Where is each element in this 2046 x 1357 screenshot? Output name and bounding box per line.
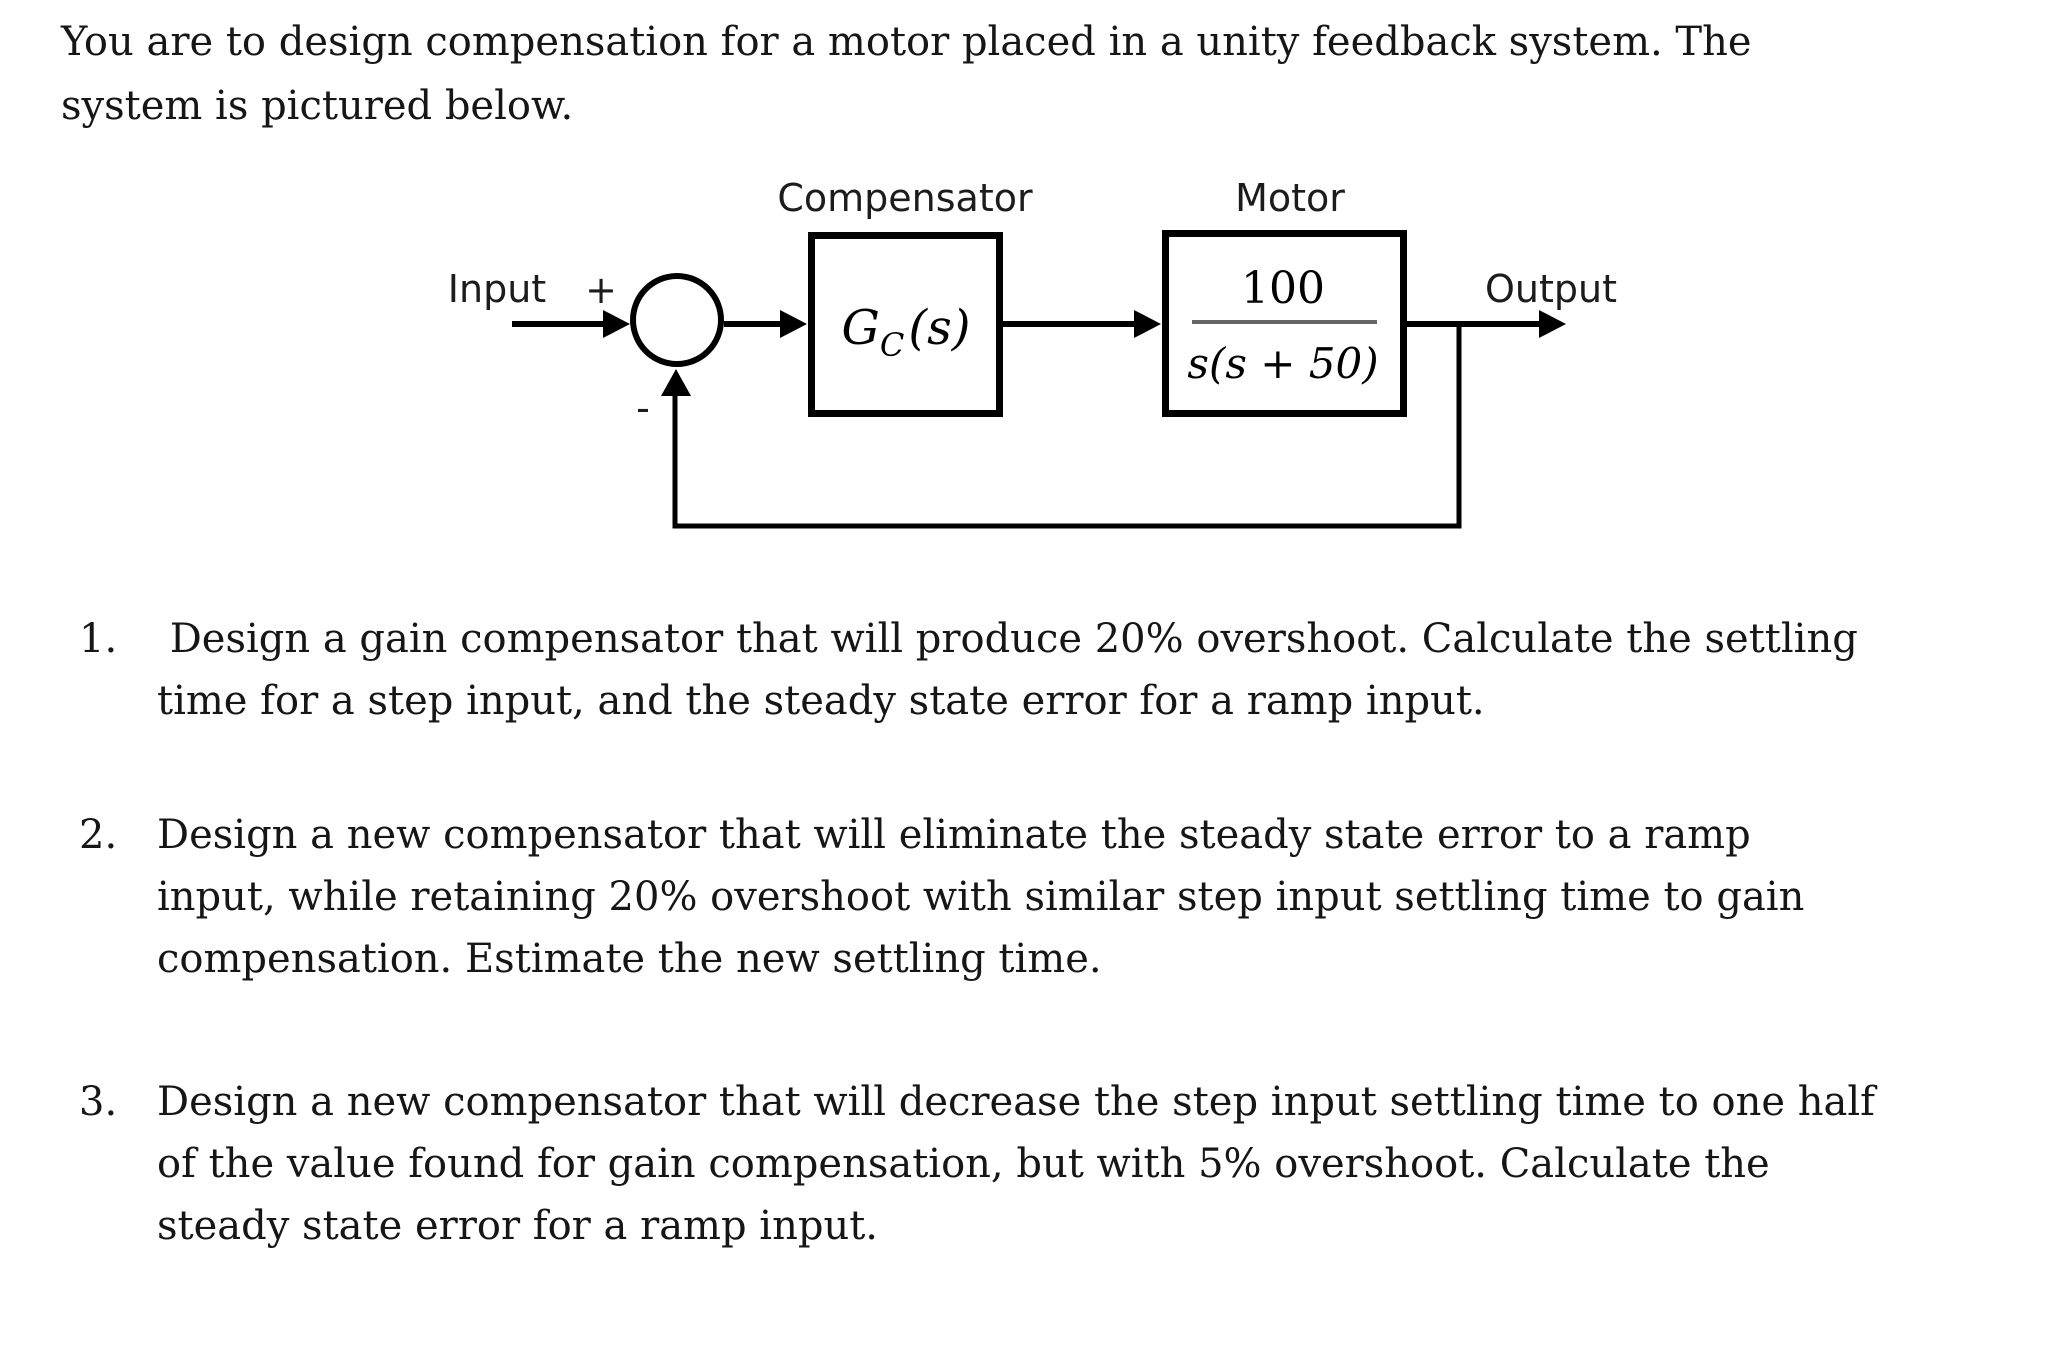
feedback-arrow [661, 369, 691, 396]
motor-label: Motor [1235, 176, 1345, 220]
task-3-line-2: of the value found for gain compensation… [157, 1141, 1770, 1187]
plus-sign: + [585, 268, 617, 312]
compensator-tf-arg: (s) [908, 300, 970, 356]
task-3-line-1: Design a new compensator that will decre… [157, 1079, 1875, 1125]
compensator-tf-subscript: C [880, 326, 904, 364]
task-1-text: Design a gain compensator that will prod… [157, 608, 1858, 732]
task-2-line-2: input, while retaining 20% overshoot wit… [157, 874, 1805, 920]
sum-junction [630, 273, 724, 367]
task-1-line-2: time for a step input, and the steady st… [157, 678, 1485, 724]
compensator-label: Compensator [777, 176, 1033, 220]
motor-tf-denominator: s(s + 50) [1187, 339, 1378, 388]
sum-to-compensator-arrow [724, 310, 807, 338]
task-3-number: 3. [79, 1079, 118, 1125]
compensator-to-motor-arrow [1003, 310, 1161, 338]
minus-sign: - [636, 386, 650, 430]
intro-line-2: system is pictured below. [61, 83, 574, 129]
intro-line-1: You are to design compensation for a mot… [61, 19, 1752, 65]
task-3-text: Design a new compensator that will decre… [157, 1071, 1875, 1257]
compensator-tf-symbol: G [842, 300, 880, 356]
output-arrow [1404, 310, 1566, 338]
compensator-block [808, 232, 1003, 417]
task-3-line-3: steady state error for a ramp input. [157, 1203, 878, 1249]
input-label: Input [448, 267, 546, 311]
task-2-text: Design a new compensator that will elimi… [157, 804, 1804, 990]
feedback-line [672, 324, 1462, 529]
compensator-tf: GC(s) [842, 300, 971, 364]
output-label: Output [1485, 267, 1617, 311]
motor-tf-numerator: 100 [1241, 263, 1325, 314]
task-2-number: 2. [79, 812, 118, 858]
task-2-line-3: compensation. Estimate the new settling … [157, 936, 1102, 982]
task-1-line-1: Design a gain compensator that will prod… [157, 616, 1858, 662]
intro-paragraph: You are to design compensation for a mot… [61, 10, 1752, 138]
input-arrow [512, 310, 630, 338]
task-2-line-1: Design a new compensator that will elimi… [157, 812, 1751, 858]
task-1-number: 1. [79, 616, 118, 662]
